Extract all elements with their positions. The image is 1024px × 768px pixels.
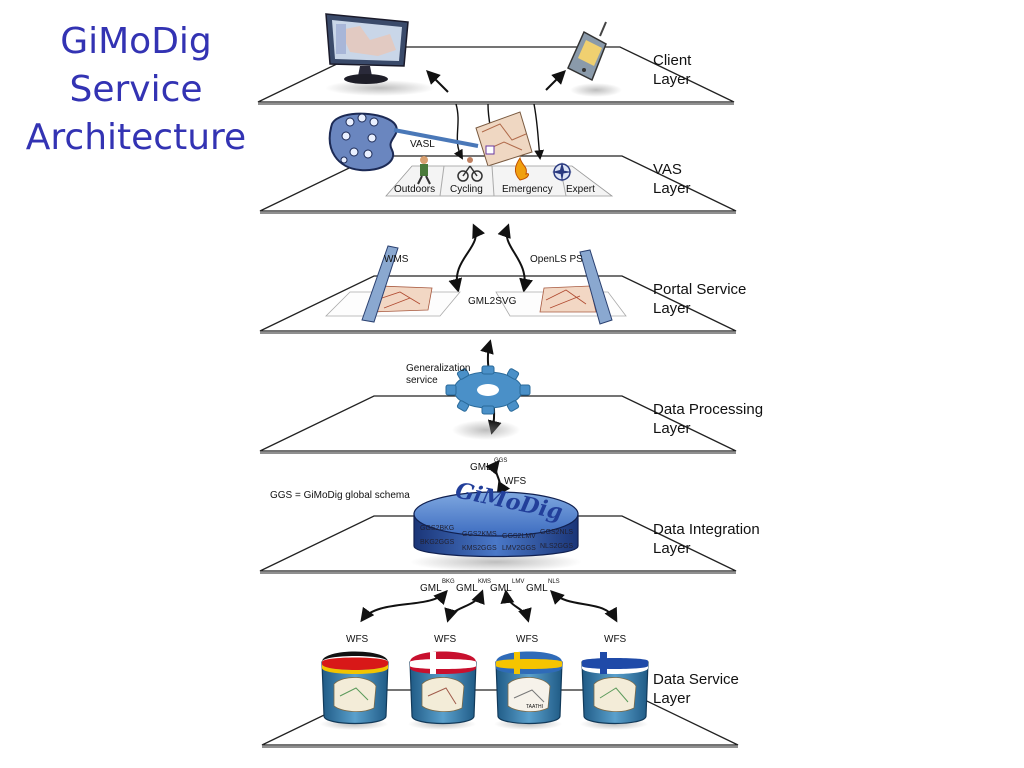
- layer-label-vas: VAS Layer: [653, 161, 691, 197]
- layer-label-processing-line2: Layer: [653, 420, 691, 437]
- gml-nls-base: GML: [526, 583, 548, 594]
- layer-label-service: Data Service Layer: [653, 671, 739, 707]
- generalization-label-line1: Generalization: [406, 363, 470, 374]
- data-source-finland: [580, 651, 649, 730]
- arrow-vas-portal-right: [497, 223, 533, 293]
- gml-lmv-base: GML: [490, 583, 512, 594]
- vas-tab-cycling: Cycling: [450, 184, 483, 195]
- gml-nls-sup: NLS: [548, 579, 560, 585]
- layer-label-client-line1: Client: [653, 52, 692, 69]
- arrow-client-vas-left: [453, 103, 463, 160]
- data-source-denmark: [408, 651, 477, 730]
- gml-labels-row: GML BKG GML KMS GML LMV GML NLS: [420, 579, 560, 594]
- gml-bkg-base: GML: [420, 583, 442, 594]
- desktop-monitor-icon: [325, 13, 435, 96]
- mobile-device-icon: [567, 21, 622, 97]
- vasl-link: [393, 128, 479, 148]
- flag-sweden-icon: [496, 651, 562, 674]
- title-line-2: Service: [69, 69, 203, 110]
- layer-label-integration-line1: Data Integration: [653, 521, 760, 538]
- fire-icon: [514, 156, 529, 181]
- layer-label-processing: Data Processing Layer: [653, 401, 763, 437]
- layer-label-service-line2: Layer: [653, 690, 691, 707]
- gml2svg-label: GML2SVG: [468, 296, 517, 307]
- compass-icon: [552, 162, 572, 182]
- mapping-ggs2bkg: GGS2BKG: [420, 525, 454, 532]
- arrow-wfs-lmv: [500, 589, 532, 623]
- palette-icon: [328, 112, 398, 172]
- vas-tab-expert: Expert: [566, 184, 595, 195]
- gml-ggs-base: GML: [470, 462, 492, 473]
- mapping-bkg2ggs: BKG2GGS: [420, 539, 455, 546]
- gml-kms-sup: KMS: [478, 579, 491, 585]
- wfs-label-bkg: WFS: [346, 634, 369, 645]
- mapping-lmv2ggs: LMV2GGS: [502, 545, 536, 552]
- gear-shadow: [452, 420, 520, 440]
- arrow-wfs-bkg: [360, 589, 448, 623]
- layer-label-integration-line2: Layer: [653, 540, 691, 557]
- title-line-1: GiMoDig: [60, 21, 212, 62]
- arrow-client-vas-right: [533, 103, 545, 160]
- arrow-to-mobile: [545, 70, 566, 91]
- diagram-title: GiMoDig Service Architecture: [0, 18, 272, 162]
- layer-label-client-line2: Layer: [653, 71, 691, 88]
- wfs-label-nls: WFS: [604, 634, 627, 645]
- title-line-3: Architecture: [25, 117, 247, 158]
- portal-openls-panel: [495, 249, 627, 325]
- database-icon: GiMoDig: [410, 477, 582, 572]
- layer-label-integration: Data Integration Layer: [653, 521, 760, 557]
- generalization-label-line2: service: [406, 375, 438, 386]
- flag-germany-icon: [322, 651, 388, 674]
- map-text-sweden: TAATHI: [526, 704, 543, 710]
- data-source-germany: [320, 651, 389, 730]
- arrow-vas-portal-left: [448, 223, 485, 293]
- vas-tab-outdoors: Outdoors: [394, 184, 435, 195]
- ggs-note: GGS = GiMoDig global schema: [270, 490, 410, 501]
- arrow-to-desktop: [426, 70, 449, 93]
- layer-label-portal-line1: Portal Service: [653, 281, 746, 298]
- gml-kms-base: GML: [456, 583, 478, 594]
- wfs-label-integration: WFS: [504, 476, 527, 487]
- mapping-ggs2lmv: GGS2LMV: [502, 533, 536, 540]
- flag-finland-icon: [582, 651, 648, 674]
- layer-label-portal: Portal Service Layer: [653, 281, 746, 317]
- wfs-label-kms: WFS: [434, 634, 457, 645]
- layer-label-processing-line1: Data Processing: [653, 401, 763, 418]
- layer-label-service-line1: Data Service: [653, 671, 739, 688]
- layer-label-portal-line2: Layer: [653, 300, 691, 317]
- arrow-wfs-nls: [550, 590, 618, 623]
- layer-label-vas-line1: VAS: [653, 161, 682, 178]
- mapping-ggs2nls: GGS2NLS: [540, 529, 573, 536]
- data-source-sweden: TAATHI: [494, 651, 563, 730]
- gml-bkg-sup: BKG: [442, 579, 455, 585]
- vas-tab-emergency: Emergency: [502, 184, 553, 195]
- gml-lmv-sup: LMV: [512, 579, 524, 585]
- layer-label-vas-line2: Layer: [653, 180, 691, 197]
- cyclist-icon: [457, 157, 483, 182]
- flag-denmark-icon: [410, 651, 476, 674]
- gml-ggs-label: GML GGS: [470, 458, 507, 473]
- mapping-ggs2kms: GGS2KMS: [462, 531, 497, 538]
- mapping-nls2ggs: NLS2GGS: [540, 543, 573, 550]
- map-document-icon: [475, 111, 533, 167]
- layer-label-client: Client Layer: [653, 52, 692, 88]
- wms-label: WMS: [384, 254, 409, 265]
- gml-ggs-sup: GGS: [494, 458, 507, 464]
- vasl-label: VASL: [410, 139, 435, 150]
- hiker-icon: [417, 156, 431, 185]
- wfs-label-lmv: WFS: [516, 634, 539, 645]
- portal-wms-panel: [325, 245, 461, 323]
- arrow-processing-integration: [485, 459, 511, 497]
- arrow-wfs-kms: [444, 589, 485, 623]
- openls-label: OpenLS PS: [530, 254, 583, 265]
- mapping-kms2ggs: KMS2GGS: [462, 545, 497, 552]
- gear-icon: [445, 365, 531, 415]
